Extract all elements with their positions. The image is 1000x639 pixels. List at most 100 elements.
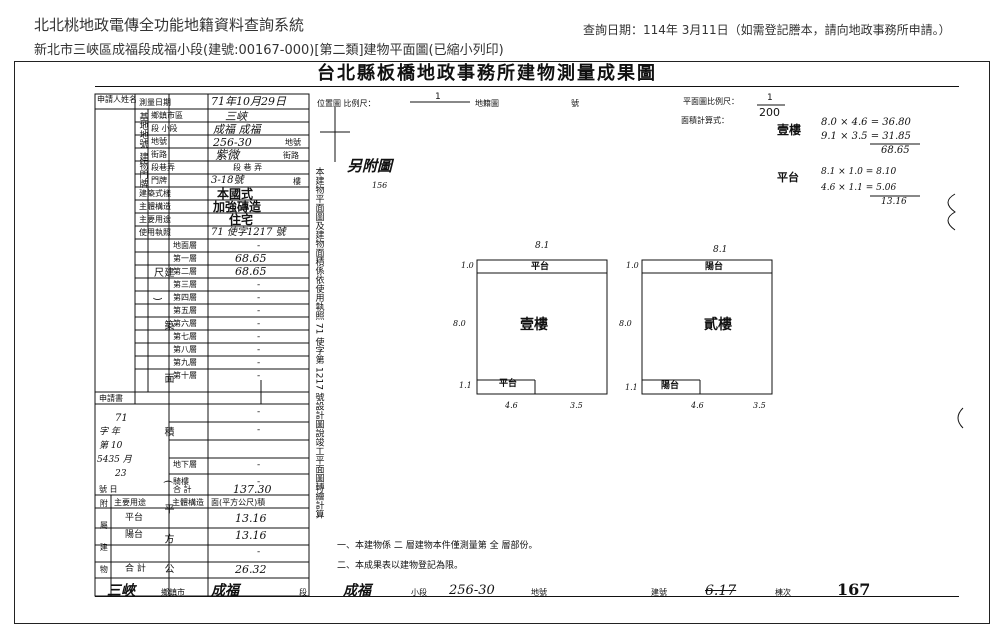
floor-name: 地下層 <box>173 460 197 469</box>
floor-name: 騎樓 <box>173 477 189 486</box>
footer-subsection: 成福 <box>343 583 371 599</box>
address-group-label: 建物門牌 <box>137 152 148 188</box>
floor-area: - <box>257 241 261 251</box>
floor-area: - <box>257 425 261 435</box>
apply-line: 第 10 <box>99 441 123 451</box>
annex-use: 陽台 <box>125 530 144 540</box>
number-label: 號 日 <box>99 485 118 494</box>
building-type-label: 建築式樣 <box>139 189 171 198</box>
main-use: 住宅 <box>229 213 254 227</box>
plan-scale-label: 平面圖比例尺： <box>683 97 739 106</box>
total-area: 137.30 <box>233 483 272 496</box>
floor-area: - <box>257 358 261 368</box>
door-suffix: 樓 <box>293 177 301 186</box>
lot-label: 地號 <box>151 137 167 146</box>
plan2-bottom-left: 1.1 <box>625 383 638 392</box>
calc-line: 9.1 × 3.5 = 31.85 <box>821 131 911 142</box>
floor-area: - <box>257 477 261 487</box>
calc-result: 68.65 <box>881 145 910 156</box>
note-1: 一、本建物係 二 層建物本件僅測量第 全 層部份。 <box>337 541 538 551</box>
floor-area: - <box>257 319 261 329</box>
plan1-side-dim: 8.0 <box>453 319 466 328</box>
area-caption: 建 築 面 積 (平方公尺) <box>151 267 174 594</box>
vertical-note: 本建物平面圖及建物面積係依使用執照 71 使字第 1217 號設計圖說竣工平面圖… <box>313 167 324 519</box>
survey-date-label: 測量日期 <box>139 98 171 107</box>
plan1-top-label: 平台 <box>531 262 550 272</box>
apply-line: 71 <box>115 413 128 424</box>
annex-total-label: 合 計 <box>125 564 146 574</box>
floor-name: 第六層 <box>173 319 197 328</box>
footer-order-label: 棟次 <box>775 588 791 597</box>
building-type: 本國式 <box>217 187 254 201</box>
calc-result: 13.16 <box>881 197 907 207</box>
plan2-top-label: 陽台 <box>705 262 724 272</box>
plan2-bottom-dim: 4.6 <box>691 401 704 410</box>
footer-subsection-label: 小段 <box>411 588 427 597</box>
footer-lot-label: 地號 <box>531 588 547 597</box>
system-title: 北北桃地政電傳全功能地籍資料查詢系統 <box>34 16 305 34</box>
plan2-side-dim: 8.0 <box>619 319 632 328</box>
total-label: 合 計 <box>173 485 192 494</box>
document-subtitle: 新北市三峽區成福段成福小段(建號:00167-000)[第二類]建物平面圖(已縮… <box>34 43 504 58</box>
calc-label: 面積計算式： <box>681 116 729 125</box>
plan-scale-denominator: 200 <box>759 106 780 119</box>
township-label: 鄉鎮市區 <box>151 111 183 120</box>
footer-section-label: 段 <box>299 588 307 597</box>
floor-name: 第二層 <box>173 267 197 276</box>
plan2-bottom-dim: 3.5 <box>753 401 766 410</box>
plan1-bottom-label: 平台 <box>499 379 518 389</box>
annex-total: 26.32 <box>235 563 267 576</box>
floor-area: 68.65 <box>235 265 267 278</box>
annex-use: 平台 <box>125 513 144 523</box>
door-label: 門牌 <box>151 176 167 185</box>
survey-sheet: 台北縣板橋地政事務所建物測量成果圖 <box>14 61 990 624</box>
form-grid <box>94 93 964 597</box>
sheet-title: 台北縣板橋地政事務所建物測量成果圖 <box>317 63 657 84</box>
street: 紫微 <box>215 148 240 162</box>
permit: 71 使字1217 號 <box>211 227 286 238</box>
annex-area: - <box>257 547 261 557</box>
footer-section: 成福 <box>211 583 239 599</box>
door-number: 3-18號 <box>211 175 244 186</box>
footer-building-number: 6.17 <box>705 583 737 599</box>
applicant-label: 申請人姓名 <box>97 95 137 104</box>
lot-number: 256-30 <box>213 136 252 149</box>
footer-township-label: 鄉鎮市 <box>161 588 185 597</box>
floor-area: - <box>257 332 261 342</box>
plan2-center-label: 貳樓 <box>704 317 732 333</box>
annex-area-header: 面(平方公尺)積 <box>211 498 266 507</box>
survey-date: 71年10月29日 <box>211 95 286 108</box>
plan-scale-numerator: 1 <box>767 93 773 103</box>
sheet-suffix: 號 <box>571 99 579 108</box>
lot-suffix: 地號 <box>285 138 301 147</box>
floor-name: 第九層 <box>173 358 197 367</box>
title-rule <box>95 86 959 87</box>
plan1-bottom-dim: 4.6 <box>505 401 518 410</box>
floor-area: - <box>257 460 261 470</box>
calc-line: 8.0 × 4.6 = 36.80 <box>821 117 911 128</box>
calc-line: 4.6 × 1.1 = 5.06 <box>821 183 897 193</box>
plan2-bottom-label: 陽台 <box>661 381 680 391</box>
floor-area: - <box>257 345 261 355</box>
apply-label: 申請書 <box>99 394 123 403</box>
floor-name: 第四層 <box>173 293 197 302</box>
footer-lot: 256-30 <box>449 583 495 598</box>
floor-name: 第三層 <box>173 280 197 289</box>
plan1-bottom-dim: 3.5 <box>570 401 583 410</box>
township: 三峽 <box>225 110 247 123</box>
plan1-bottom-left: 1.1 <box>459 381 472 390</box>
use-label: 主要用途 <box>139 215 171 224</box>
street-label: 街路 <box>151 150 167 159</box>
floor-name: 第一層 <box>173 254 197 263</box>
floor-name: 第八層 <box>173 345 197 354</box>
annex-use-header: 主要用途 <box>114 498 146 507</box>
plan1-top-dim: 8.1 <box>535 241 550 251</box>
query-date: 查詢日期：114年 3月11日（如需登記謄本，請向地政事務所申請。） <box>583 23 951 37</box>
plan2-top-dim: 8.1 <box>713 245 728 255</box>
floor-name: 第七層 <box>173 332 197 341</box>
annex-area: 13.16 <box>235 512 267 525</box>
floor-name: 地面層 <box>173 241 197 250</box>
lot-group-label: 基地地號 <box>137 112 148 148</box>
plan2-top-left: 1.0 <box>626 261 639 270</box>
floor-area: - <box>257 371 261 381</box>
